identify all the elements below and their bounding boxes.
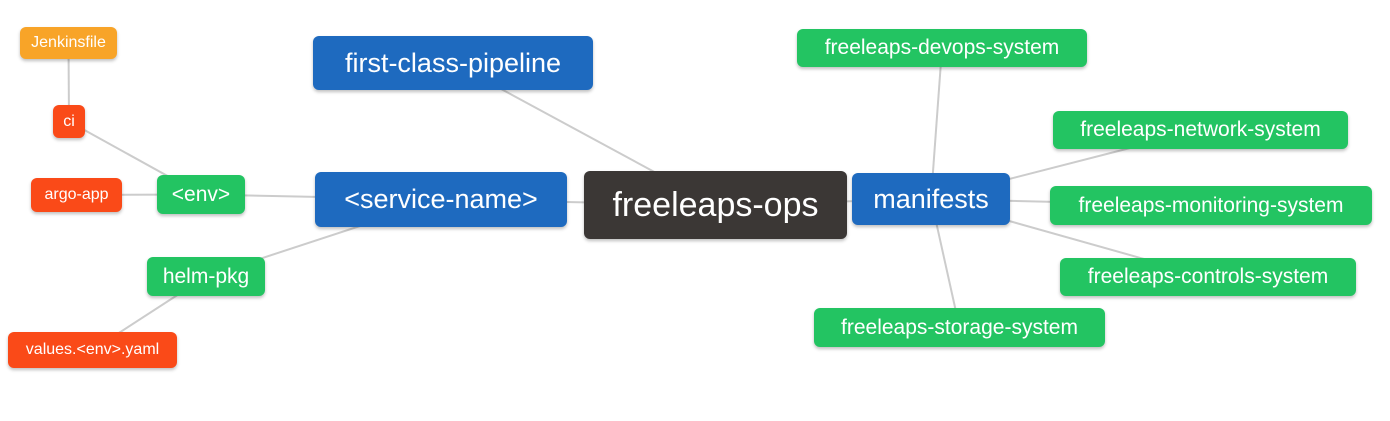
node-service-name[interactable]: <service-name> <box>315 172 567 227</box>
node-helm-pkg[interactable]: helm-pkg <box>147 257 265 296</box>
node-ci[interactable]: ci <box>53 105 85 138</box>
node-jenkinsfile[interactable]: Jenkinsfile <box>20 27 117 59</box>
node-manifests[interactable]: manifests <box>852 173 1010 225</box>
node-freeleaps-controls-system[interactable]: freeleaps-controls-system <box>1060 258 1356 296</box>
node-argo-app[interactable]: argo-app <box>31 178 122 212</box>
node-freeleaps-storage-system[interactable]: freeleaps-storage-system <box>814 308 1105 347</box>
node-freeleaps-network-system[interactable]: freeleaps-network-system <box>1053 111 1348 149</box>
node-freeleaps-devops-system[interactable]: freeleaps-devops-system <box>797 29 1087 67</box>
node-freeleaps-monitoring-system[interactable]: freeleaps-monitoring-system <box>1050 186 1372 225</box>
node-freeleaps-ops[interactable]: freeleaps-ops <box>584 171 847 239</box>
node-values-env-yaml[interactable]: values.<env>.yaml <box>8 332 177 368</box>
node-first-class-pipeline[interactable]: first-class-pipeline <box>313 36 593 90</box>
node-env[interactable]: <env> <box>157 175 245 214</box>
